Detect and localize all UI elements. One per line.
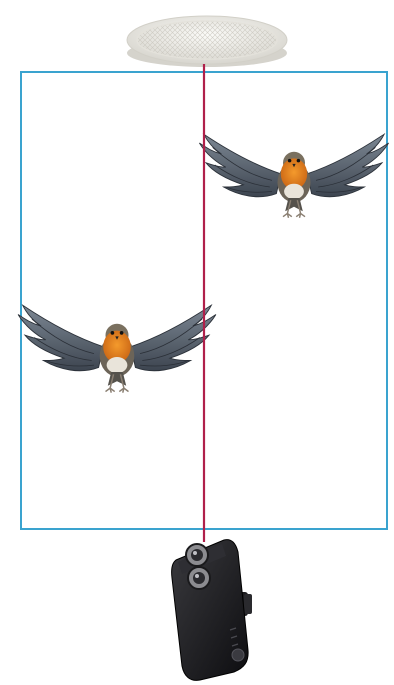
bird-middle-left (18, 305, 216, 392)
camera-unit (172, 540, 252, 681)
ceiling-sensor (127, 16, 287, 67)
bird-upper-right (199, 134, 388, 218)
